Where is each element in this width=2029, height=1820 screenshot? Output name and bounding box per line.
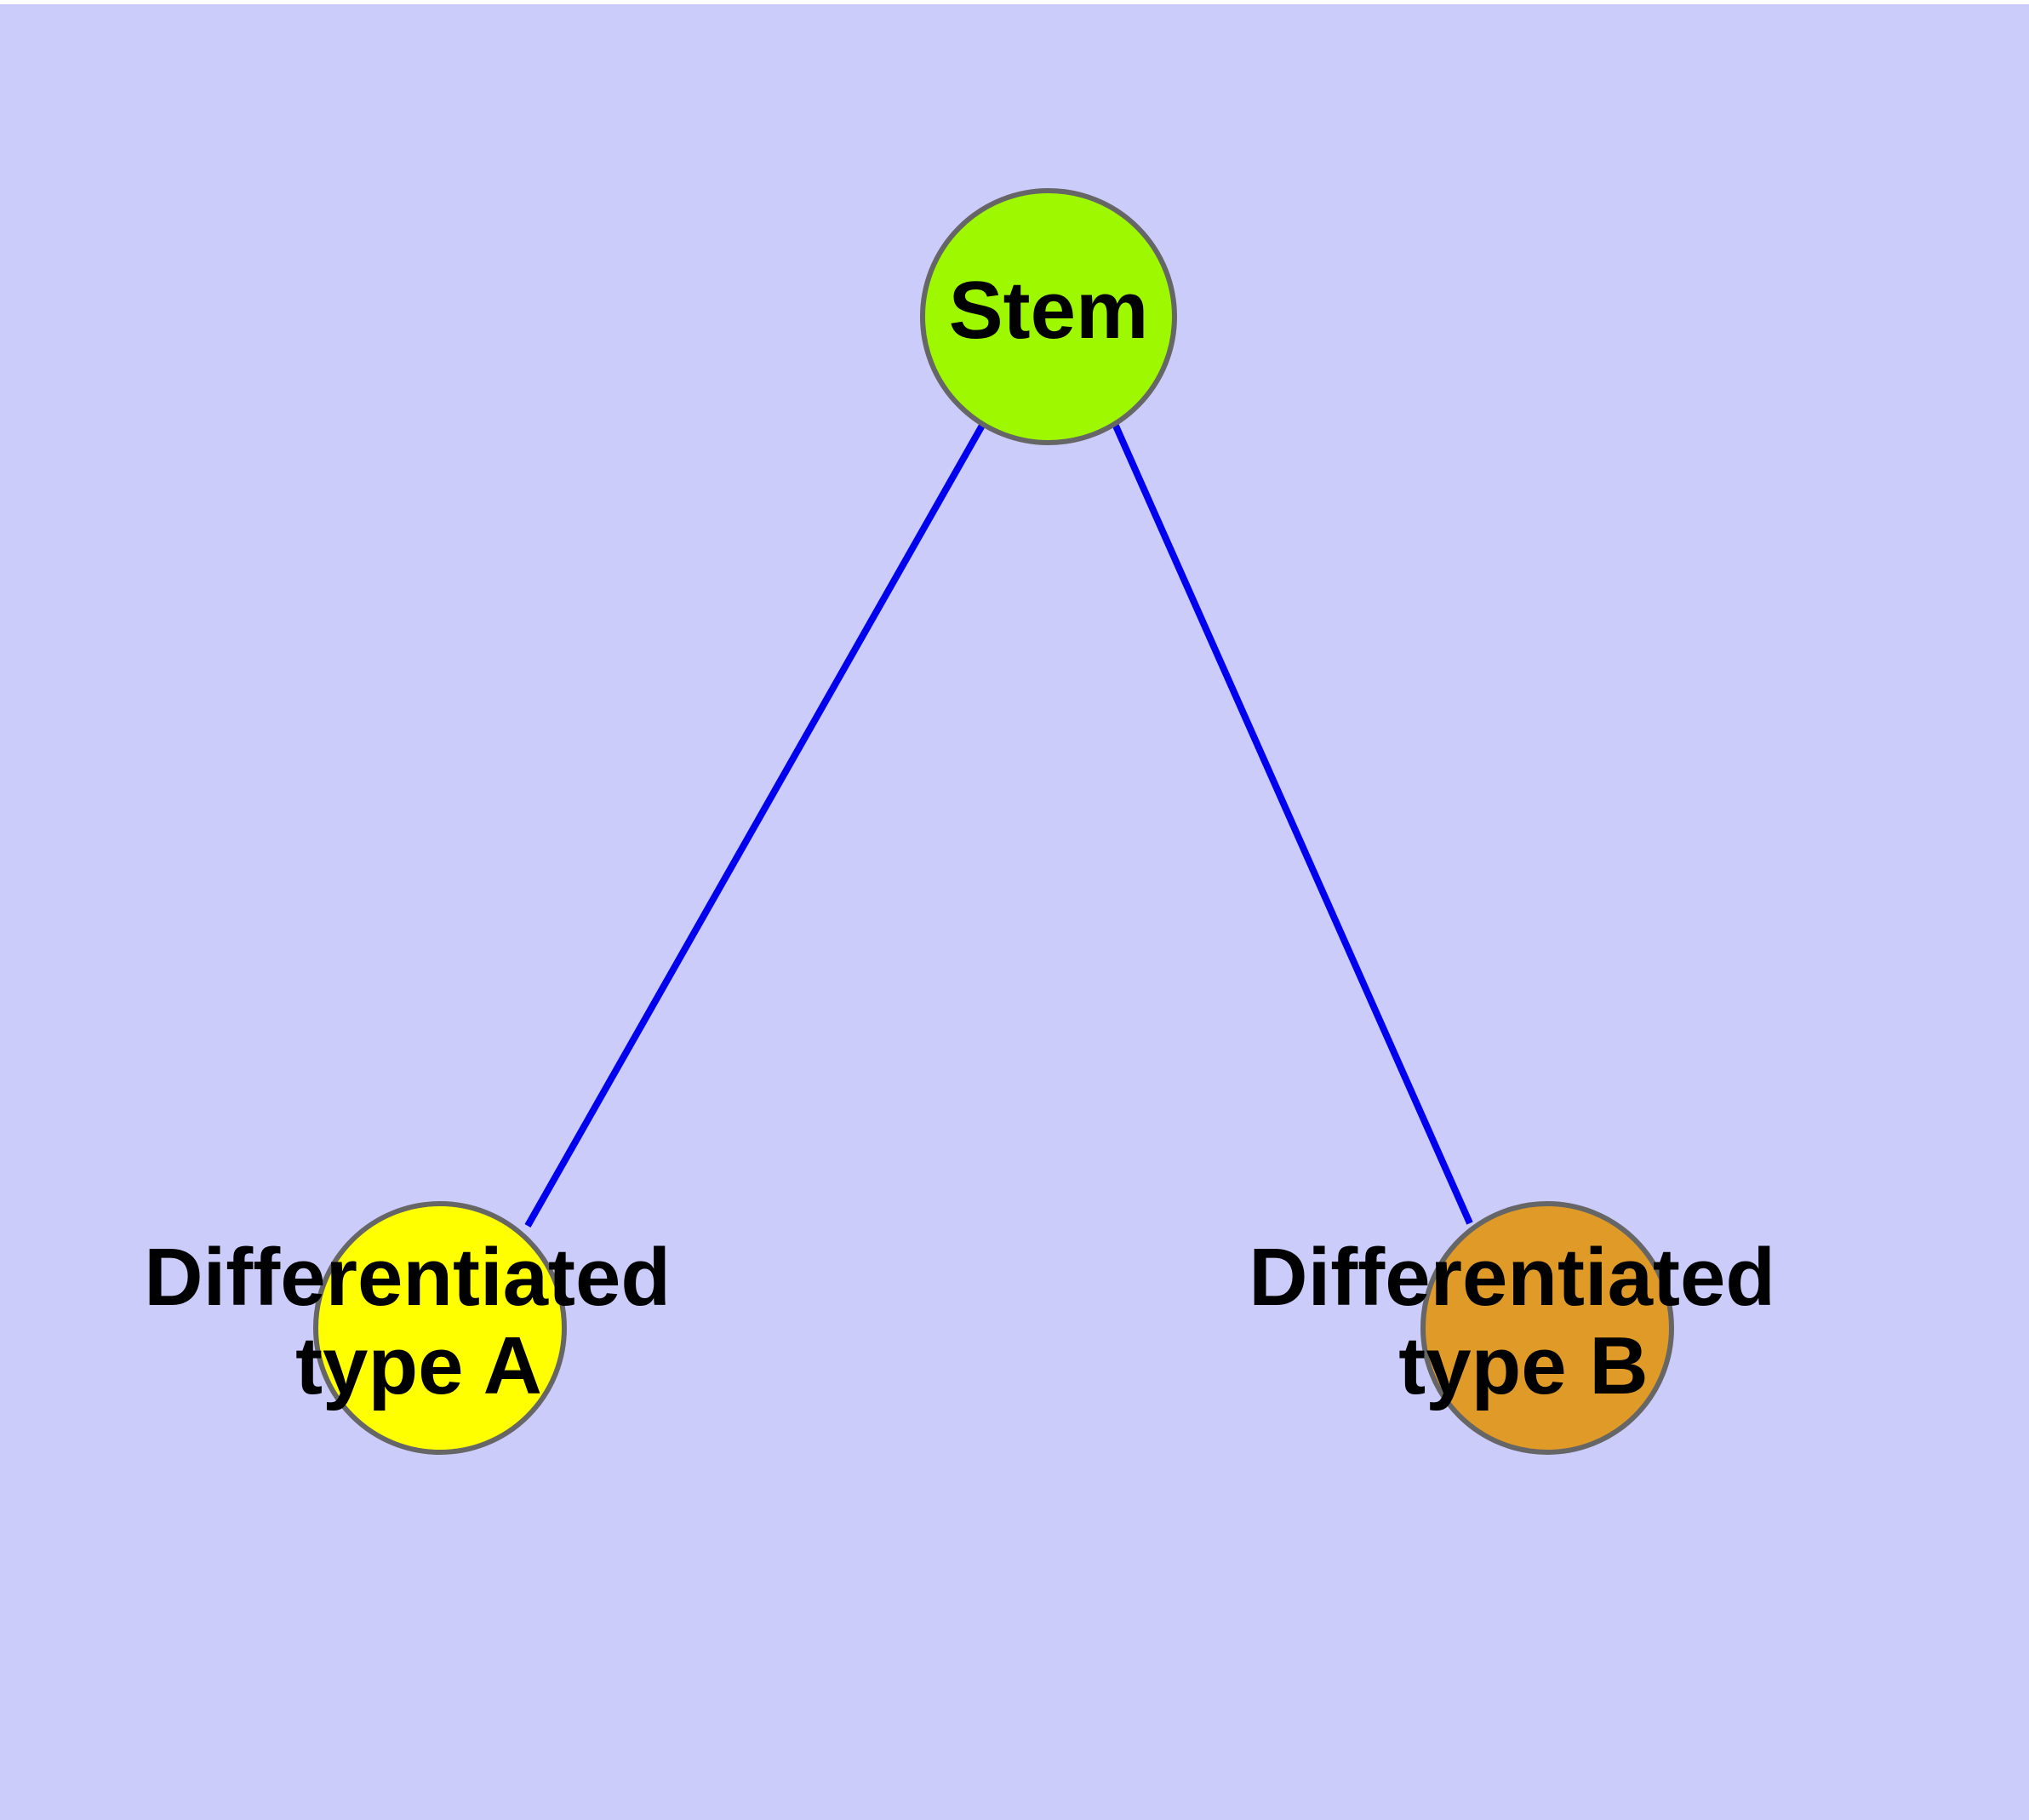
node-diff-a-label: Differentiated type A	[144, 1232, 693, 1411]
node-stem-circle[interactable]	[920, 188, 1177, 445]
node-diff-a-label-line-2: type A	[295, 1320, 542, 1411]
labels-group: Stem Differentiated type A Differentiate…	[144, 265, 1798, 1411]
node-diff-a[interactable]	[313, 1201, 567, 1455]
node-diff-a-label-line-1: Differentiated	[144, 1232, 671, 1323]
node-diff-b-circle[interactable]	[1420, 1201, 1674, 1455]
node-stem-label: Stem	[949, 265, 1149, 356]
node-stem-label-line-1: Stem	[949, 265, 1149, 356]
node-diff-b-label-line-2: type B	[1398, 1320, 1648, 1411]
edge-stem-to-diff-a[interactable]	[524, 422, 986, 1228]
node-diff-a-circle[interactable]	[313, 1201, 567, 1455]
node-diff-b[interactable]	[1420, 1201, 1674, 1455]
node-diff-b-label: Differentiated type B	[1249, 1232, 1798, 1411]
edge-stem-to-diff-b[interactable]	[1112, 422, 1473, 1225]
edges-group	[524, 422, 1473, 1228]
node-diff-b-label-line-1: Differentiated	[1249, 1232, 1775, 1323]
node-stem[interactable]	[920, 188, 1177, 445]
nodes-group	[313, 188, 1674, 1455]
